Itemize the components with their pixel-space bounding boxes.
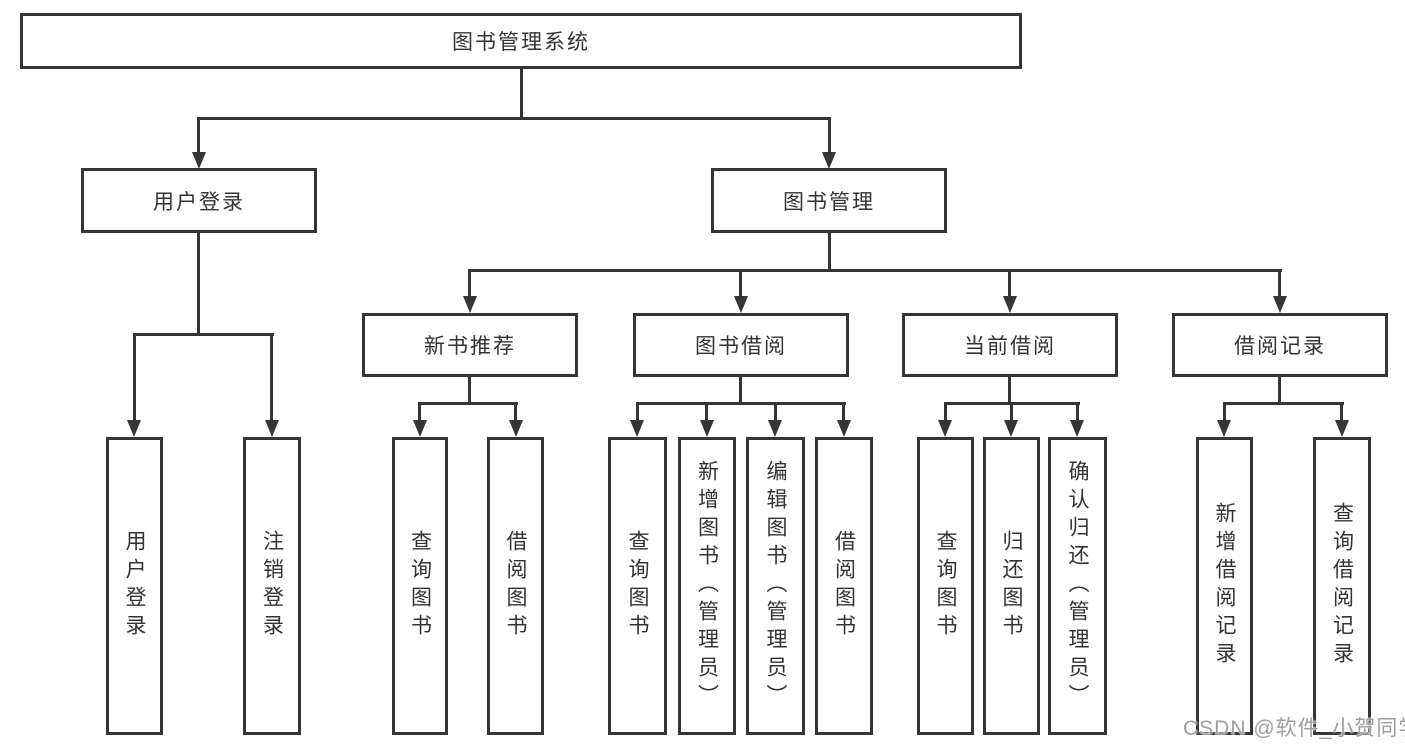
leaf-confirm-return-admin-label: 确认归还（管理员）	[1066, 460, 1089, 712]
node-user-login-label: 用户登录	[153, 190, 245, 214]
connector-line	[520, 69, 523, 118]
leaf-recommend-query-books-label: 查询图书	[408, 530, 432, 642]
node-new-book-recommend-label: 新书推荐	[424, 335, 516, 358]
connector-line	[1076, 402, 1079, 421]
arrow-down-icon	[127, 420, 141, 437]
connector-line	[514, 402, 517, 421]
arrow-down-icon	[1335, 420, 1349, 437]
arrow-down-icon	[1004, 420, 1018, 437]
connector-line	[1223, 402, 1226, 421]
connector-line	[705, 402, 708, 421]
arrow-down-icon	[938, 420, 952, 437]
leaf-return-books: 归还图书	[983, 437, 1040, 735]
leaf-user-login-label: 用户登录	[123, 530, 146, 642]
node-book-management-label: 图书管理	[783, 190, 875, 214]
leaf-recommend-query-books: 查询图书	[392, 437, 448, 735]
connector-line	[133, 333, 136, 421]
arrow-down-icon	[463, 296, 477, 313]
connector-line	[468, 269, 471, 297]
node-library-system: 图书管理系统	[20, 13, 1022, 69]
leaf-add-books-admin-label: 新增图书（管理员）	[695, 460, 719, 712]
arrow-down-icon	[630, 420, 644, 437]
node-book-borrowing: 图书借阅	[633, 313, 849, 377]
leaf-edit-books-admin: 编辑图书（管理员）	[746, 437, 805, 735]
leaf-recommend-borrow-books-label: 借阅图书	[504, 530, 527, 642]
arrow-down-icon	[768, 420, 782, 437]
connector-line	[828, 117, 831, 153]
connector-line	[828, 233, 831, 272]
connector-line	[636, 402, 846, 405]
connector-line	[418, 402, 421, 421]
arrow-down-icon	[734, 296, 748, 313]
connector-line	[468, 269, 1282, 272]
connector-line	[197, 117, 831, 120]
leaf-query-borrow-record: 查询借阅记录	[1313, 437, 1371, 735]
leaf-edit-books-admin-label: 编辑图书（管理员）	[764, 460, 787, 712]
arrow-down-icon	[1273, 296, 1287, 313]
node-new-book-recommend: 新书推荐	[362, 313, 578, 377]
connector-line	[133, 333, 274, 336]
connector-line	[842, 402, 845, 421]
leaf-add-borrow-record: 新增借阅记录	[1196, 437, 1253, 735]
connector-line	[739, 269, 742, 297]
connector-line	[1223, 402, 1344, 405]
leaf-borrowing-query-books-label: 查询图书	[626, 530, 649, 642]
arrow-down-icon	[822, 152, 836, 169]
leaf-current-query-books-label: 查询图书	[934, 530, 957, 642]
arrow-down-icon	[265, 420, 279, 437]
leaf-add-borrow-record-label: 新增借阅记录	[1213, 502, 1236, 670]
connector-line	[774, 402, 777, 421]
connector-line	[270, 333, 273, 421]
leaf-query-borrow-record-label: 查询借阅记录	[1330, 502, 1354, 670]
node-library-system-label: 图书管理系统	[452, 31, 590, 54]
arrow-down-icon	[700, 420, 714, 437]
csdn-watermark: CSDN @软件_小贺同学	[1183, 717, 1405, 740]
node-book-borrowing-label: 图书借阅	[695, 335, 787, 358]
leaf-current-query-books: 查询图书	[917, 437, 974, 735]
node-borrow-records: 借阅记录	[1172, 313, 1388, 377]
arrow-down-icon	[413, 420, 427, 437]
leaf-add-books-admin: 新增图书（管理员）	[678, 437, 736, 735]
arrow-down-icon	[509, 420, 523, 437]
arrow-down-icon	[1217, 420, 1231, 437]
node-book-management: 图书管理	[711, 168, 947, 233]
leaf-recommend-borrow-books: 借阅图书	[487, 437, 544, 735]
node-current-borrowing: 当前借阅	[902, 313, 1118, 377]
connector-line	[1010, 402, 1013, 421]
leaf-logout: 注销登录	[243, 437, 301, 735]
connector-line	[1008, 377, 1011, 405]
arrow-down-icon	[192, 152, 206, 169]
connector-line	[1008, 269, 1011, 297]
arrow-down-icon	[1070, 420, 1084, 437]
connector-line	[1278, 269, 1281, 297]
leaf-confirm-return-admin: 确认归还（管理员）	[1048, 437, 1107, 735]
connector-line	[636, 402, 639, 421]
leaf-return-books-label: 归还图书	[1000, 530, 1023, 642]
leaf-user-login: 用户登录	[106, 437, 163, 735]
leaf-borrowing-query-books: 查询图书	[608, 437, 667, 735]
connector-line	[197, 117, 200, 153]
connector-line	[197, 233, 200, 336]
node-user-login: 用户登录	[81, 168, 317, 233]
arrow-down-icon	[837, 420, 851, 437]
connector-line	[468, 377, 471, 405]
connector-line	[739, 377, 742, 405]
node-borrow-records-label: 借阅记录	[1234, 335, 1326, 358]
connector-line	[418, 402, 518, 405]
leaf-borrowing-borrow-books: 借阅图书	[815, 437, 873, 735]
arrow-down-icon	[1003, 296, 1017, 313]
connector-line	[1340, 402, 1343, 421]
node-current-borrowing-label: 当前借阅	[964, 335, 1056, 358]
connector-line	[1278, 377, 1281, 405]
leaf-borrowing-borrow-books-label: 借阅图书	[832, 530, 856, 642]
leaf-logout-label: 注销登录	[260, 530, 284, 642]
connector-line	[944, 402, 947, 421]
